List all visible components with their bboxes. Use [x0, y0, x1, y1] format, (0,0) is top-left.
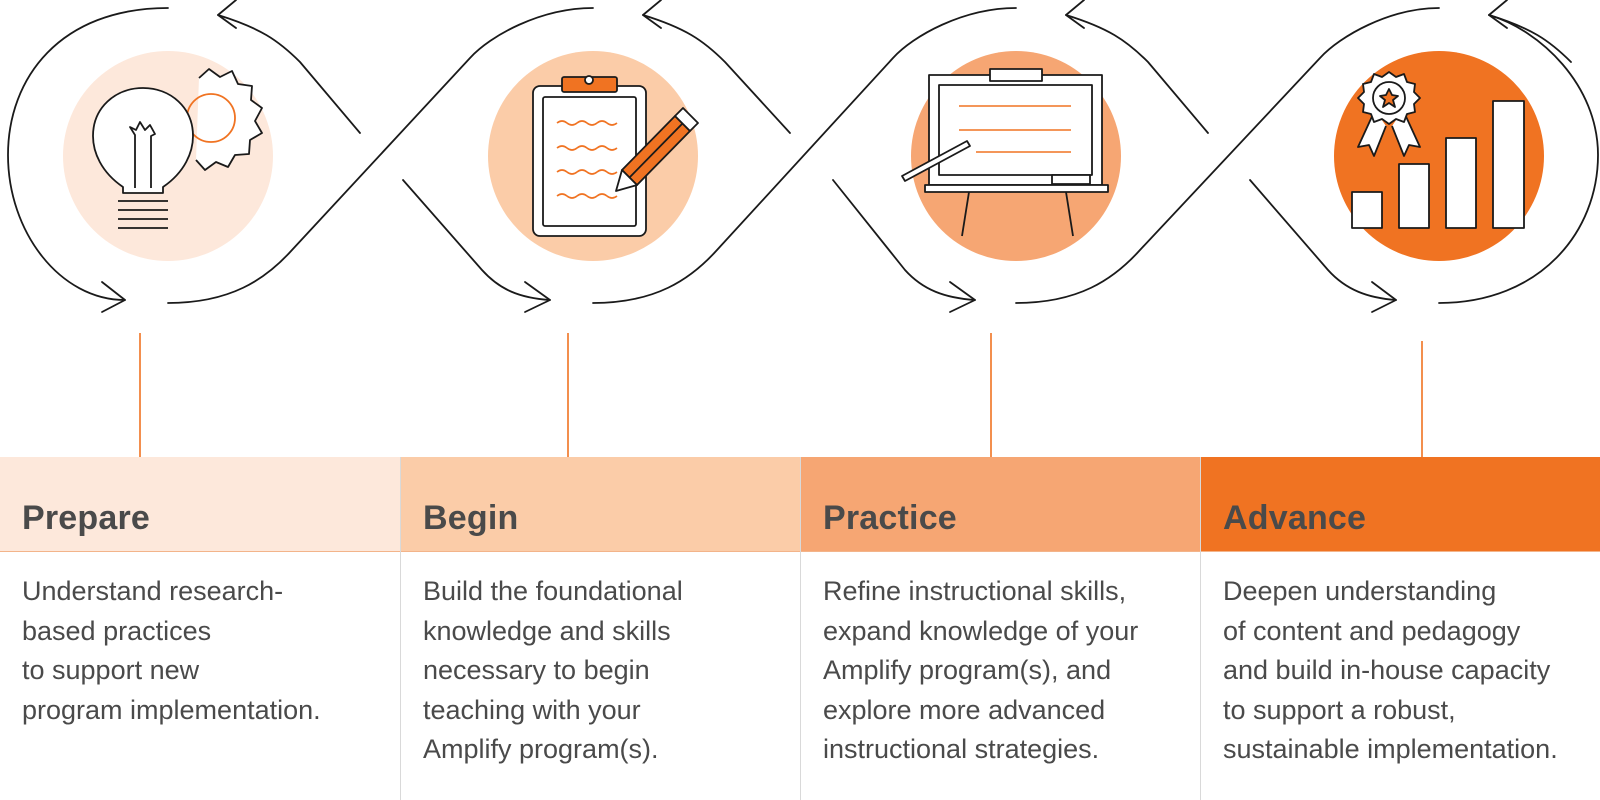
arrowhead-left	[1065, 0, 1085, 29]
stage-header: Begin	[401, 457, 800, 552]
stage-band-prepare	[0, 457, 400, 552]
arrowhead-right	[949, 281, 976, 313]
lightbulb-gear-icon	[92, 68, 263, 229]
stage-description: Build the foundational knowledge and ski…	[423, 576, 683, 764]
arrowhead-right	[524, 281, 551, 313]
eraser	[1051, 174, 1091, 185]
stage-columns: Prepare Understand research- based pract…	[0, 457, 1600, 800]
award-ribbon-icon	[1357, 71, 1421, 157]
whiteboard-surface	[938, 84, 1093, 176]
stage-title: Advance	[1223, 499, 1367, 537]
cross-stroke-down	[1488, 14, 1572, 63]
cross-stroke-lower	[832, 179, 976, 301]
stage-band-begin	[400, 457, 800, 552]
cross-stroke-lower	[402, 179, 551, 301]
pencil-icon	[615, 107, 699, 192]
whiteboard-top-clip	[989, 68, 1043, 82]
arrowhead-left	[217, 0, 237, 29]
cross-stroke-down	[1065, 14, 1209, 134]
easel-leg-right	[1065, 191, 1074, 237]
award-bar-chart-icon	[1351, 71, 1525, 229]
easel-leg-left	[961, 191, 970, 237]
stage-begin: Begin Build the foundational knowledge a…	[400, 457, 800, 800]
right-loop-arc	[1438, 14, 1599, 304]
arrowhead-right	[101, 281, 126, 313]
cross-stroke-up	[1015, 7, 1440, 304]
clipboard-board	[532, 85, 647, 237]
stage-band-advance	[1200, 457, 1600, 552]
lightbulb-icon	[92, 87, 194, 194]
stage-prepare: Prepare Understand research- based pract…	[0, 457, 400, 800]
cross-stroke-down	[217, 14, 361, 134]
cross-stroke-down	[642, 14, 791, 134]
bar-chart-icon	[1351, 100, 1525, 229]
stage-practice: Practice Refine instructional skills, ex…	[800, 457, 1200, 800]
stage-description: Deepen understanding of content and peda…	[1223, 576, 1558, 764]
loop-arrows	[7, 0, 1599, 313]
stage-header: Prepare	[0, 457, 400, 552]
whiteboard-tray	[924, 184, 1109, 193]
arrowhead-left	[1488, 0, 1508, 29]
cross-stroke-lower	[1249, 179, 1397, 301]
stage-title: Prepare	[22, 499, 151, 537]
cross-stroke-up	[592, 7, 1017, 304]
clipboard-lines	[556, 120, 618, 199]
whiteboard-lines	[959, 105, 1071, 153]
stage-title: Practice	[823, 499, 957, 537]
stage-band-practice	[800, 457, 1200, 552]
stage-description: Refine instructional skills, expand know…	[823, 576, 1139, 764]
arrowhead-left	[642, 0, 662, 29]
stage-header: Practice	[801, 457, 1200, 552]
whiteboard-easel-icon	[901, 68, 1109, 237]
left-loop-arc	[7, 7, 169, 301]
star-icon	[1379, 88, 1399, 108]
clipboard-pencil-icon	[532, 75, 699, 237]
stage-header: Advance	[1201, 457, 1600, 552]
pointer-stick	[901, 140, 971, 182]
stage-advance: Advance Deepen understanding of content …	[1200, 457, 1600, 800]
lightbulb-filament	[129, 121, 156, 188]
stage-title: Begin	[423, 499, 519, 537]
stage-description: Understand research- based practices to …	[22, 576, 321, 725]
arrowhead-right	[1371, 281, 1397, 313]
cross-stroke-up	[167, 7, 594, 304]
